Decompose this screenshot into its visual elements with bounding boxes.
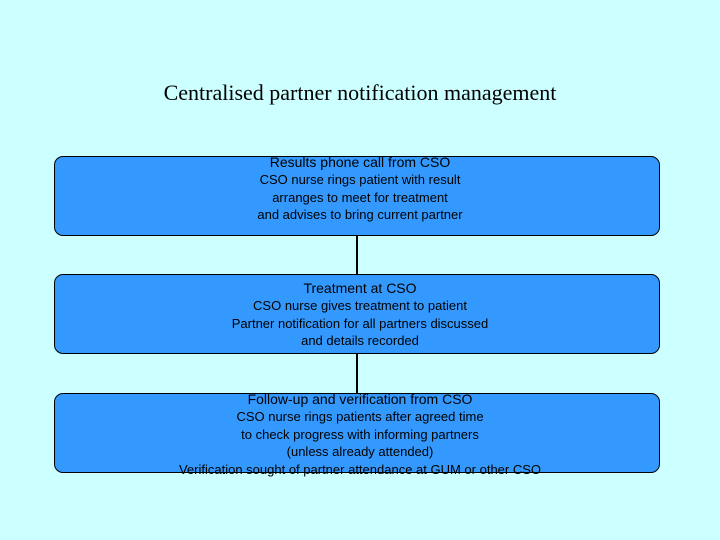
step-text-results-call: Results phone call from CSO CSO nurse ri…	[0, 154, 720, 224]
connector-line	[356, 236, 358, 274]
step-text-follow-up: Follow-up and verification from CSO CSO …	[0, 391, 720, 478]
step-box-treatment	[54, 274, 660, 354]
step-box-results-call	[54, 156, 660, 236]
step-line: and details recorded	[301, 333, 419, 348]
step-heading: Follow-up and verification from CSO	[247, 391, 473, 407]
step-line: and advises to bring current partner	[257, 207, 463, 222]
step-line: CSO nurse rings patient with result	[259, 172, 461, 187]
step-line: arranges to meet for treatment	[272, 189, 448, 205]
step-line: to check progress with informing partner…	[241, 426, 479, 442]
step-line: CSO nurse rings patients after agreed ti…	[236, 409, 484, 424]
step-heading: Results phone call from CSO	[269, 154, 451, 170]
connector-line	[356, 354, 358, 394]
step-box-follow-up	[54, 393, 660, 473]
step-line: (unless already attended)	[286, 444, 434, 459]
step-line: Partner notification for all partners di…	[231, 315, 489, 331]
diagram-title: Centralised partner notification managem…	[163, 80, 557, 105]
step-text-treatment: Treatment at CSO CSO nurse gives treatme…	[0, 280, 720, 350]
step-heading: Treatment at CSO	[303, 280, 417, 296]
step-line: CSO nurse gives treatment to patient	[253, 298, 467, 313]
step-line: Verification sought of partner attendanc…	[178, 461, 542, 477]
